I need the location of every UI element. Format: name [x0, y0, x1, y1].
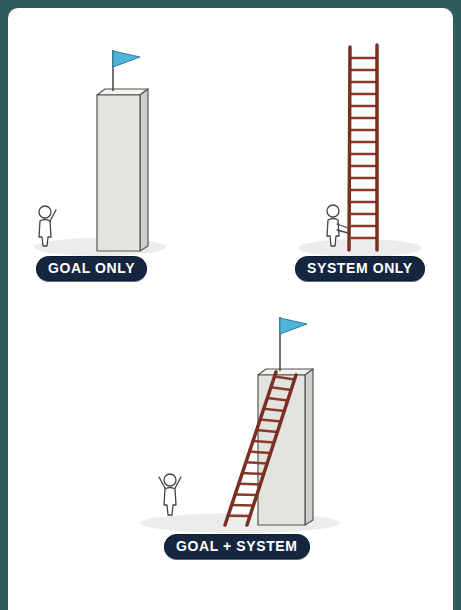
label-text: GOAL ONLY: [48, 260, 135, 277]
pillar: [97, 89, 148, 251]
goal-system-figure: [140, 317, 340, 533]
pillar: [258, 369, 313, 525]
ground: [298, 239, 422, 257]
system-only-figure: [298, 45, 422, 257]
person: [39, 206, 56, 246]
label-text: SYSTEM ONLY: [307, 260, 413, 277]
label-pill: GOAL + SYSTEM: [164, 534, 310, 559]
card: [8, 8, 453, 610]
label-pill: GOAL ONLY: [36, 256, 147, 281]
person: [159, 474, 181, 515]
ladder: [349, 45, 377, 250]
label-text: GOAL + SYSTEM: [176, 538, 298, 555]
ladder: [225, 372, 296, 525]
goal-only-figure: [34, 50, 166, 256]
label-pill: SYSTEM ONLY: [295, 256, 425, 281]
flag: [280, 318, 307, 334]
flag: [113, 51, 140, 67]
person: [327, 205, 348, 246]
